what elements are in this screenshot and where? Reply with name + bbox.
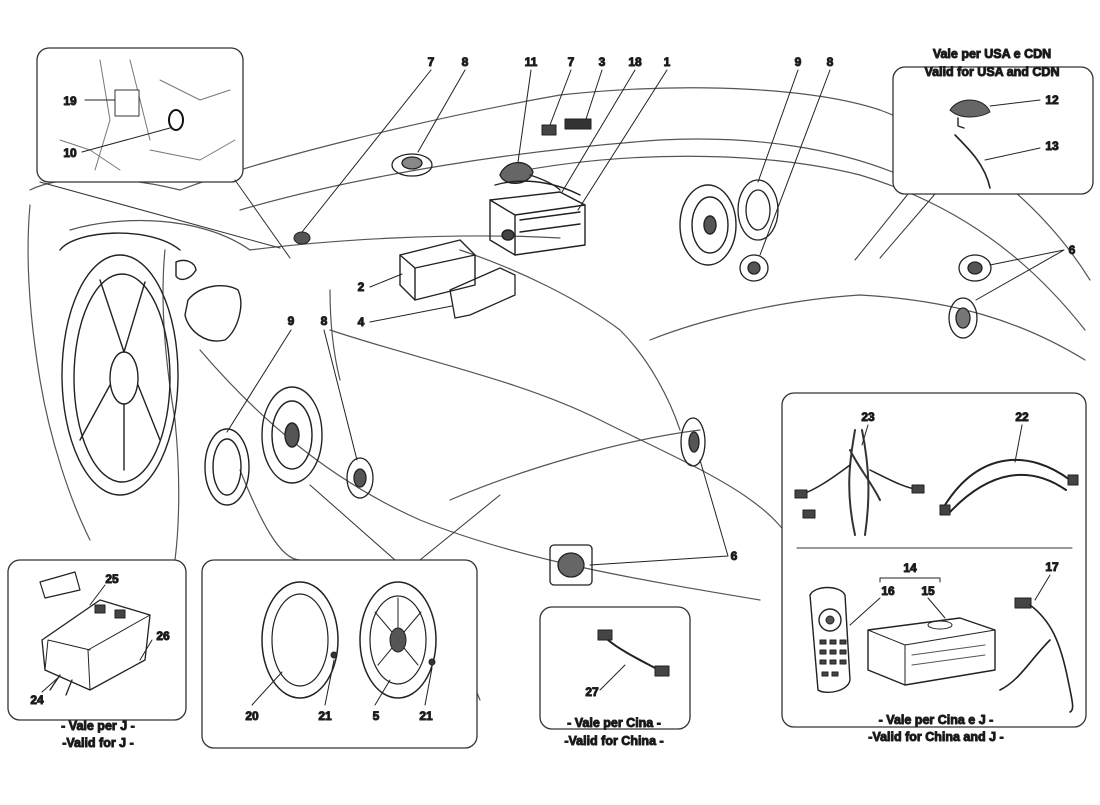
inset-door-speakers: 20 21 5 21 [201,484,501,749]
callout-21a: 21 [318,709,332,723]
caption-china-j-en: -Valid for China and J - [868,730,1003,744]
callout-2: 2 [358,280,365,294]
caption-china-en: -Valid for China - [564,734,663,748]
bluetooth-module [564,118,592,130]
side-mirror [175,259,242,342]
door-woofer-right [679,184,737,266]
callout-12: 12 [1045,93,1059,107]
mounting-bracket [449,267,516,319]
callout-25: 25 [105,572,119,586]
inset-valid-for-china-and-j: 23 22 14 16 15 17 - Vale per Cina e J - … [781,392,1087,745]
callout-13: 13 [1045,139,1059,153]
callout-18: 18 [628,55,642,69]
rear-speaker-mid [680,417,706,467]
callout-5: 5 [373,709,380,723]
callout-24: 24 [30,693,44,707]
amplifier [399,239,476,301]
callout-1: 1 [664,55,671,69]
tweeter-right [739,254,769,282]
tweeter-left [346,457,374,499]
door-ring-left [204,428,250,506]
tweeter-speaker [391,153,433,177]
caption-china-it: - Vale per Cina - [567,716,661,730]
callout-26: 26 [156,629,170,643]
inset-top-left: 19 10 [36,47,291,259]
car-body-outline [27,87,1091,701]
gps-antenna [499,161,561,191]
rear-speaker-low [549,544,593,586]
callout-23: 23 [861,410,875,424]
small-connector [541,124,557,136]
callout-8a: 8 [462,55,469,69]
callout-21b: 21 [419,709,433,723]
callout-9b: 9 [288,314,295,328]
callout-6b: 6 [731,549,738,563]
speaker-ring-right [737,179,779,241]
callout-8c: 8 [321,314,328,328]
callout-7b: 7 [568,55,575,69]
door-woofer-left [261,386,323,484]
front-wheel [59,232,181,496]
callout-15: 15 [921,584,935,598]
callout-19: 19 [63,94,77,108]
inset-top-right: Vale per USA e CDN Valid for USA and CDN… [854,47,1094,261]
callout-22: 22 [1015,410,1029,424]
inset-valid-for-china: 27 - Vale per Cina - -Valid for China - [539,606,691,749]
callout-4: 4 [358,315,365,329]
callout-9a: 9 [795,55,802,69]
callout-11: 11 [525,55,538,69]
callout-14: 14 [903,561,917,575]
inset-valid-for-j: 25 26 24 - Vale per J - -Valid for J - [7,559,187,751]
callout-6a: 6 [1069,243,1076,257]
callout-17: 17 [1045,560,1059,574]
callout-3: 3 [599,55,606,69]
callout-7a: 7 [428,55,435,69]
caption-china-j-it: - Vale per Cina e J - [879,713,994,727]
callout-16: 16 [881,584,895,598]
main-leader-lines [226,69,1065,566]
callout-27: 27 [585,685,599,699]
main-callouts: 7 8 11 7 3 18 1 9 8 2 4 9 8 6 6 [287,55,1076,564]
rear-speaker-bottom [948,297,978,339]
callout-8b: 8 [827,55,834,69]
rear-speaker-top [958,254,992,282]
caption-j-it: - Vale per J - [61,719,135,733]
callout-10: 10 [63,146,77,160]
head-unit [489,180,586,256]
caption-usa-it: Vale per USA e CDN [933,47,1051,61]
tweeter-cap [293,231,311,245]
caption-j-en: -Valid for J - [62,736,134,750]
caption-usa-en: Valid for USA and CDN [925,65,1060,79]
callout-20: 20 [245,709,259,723]
